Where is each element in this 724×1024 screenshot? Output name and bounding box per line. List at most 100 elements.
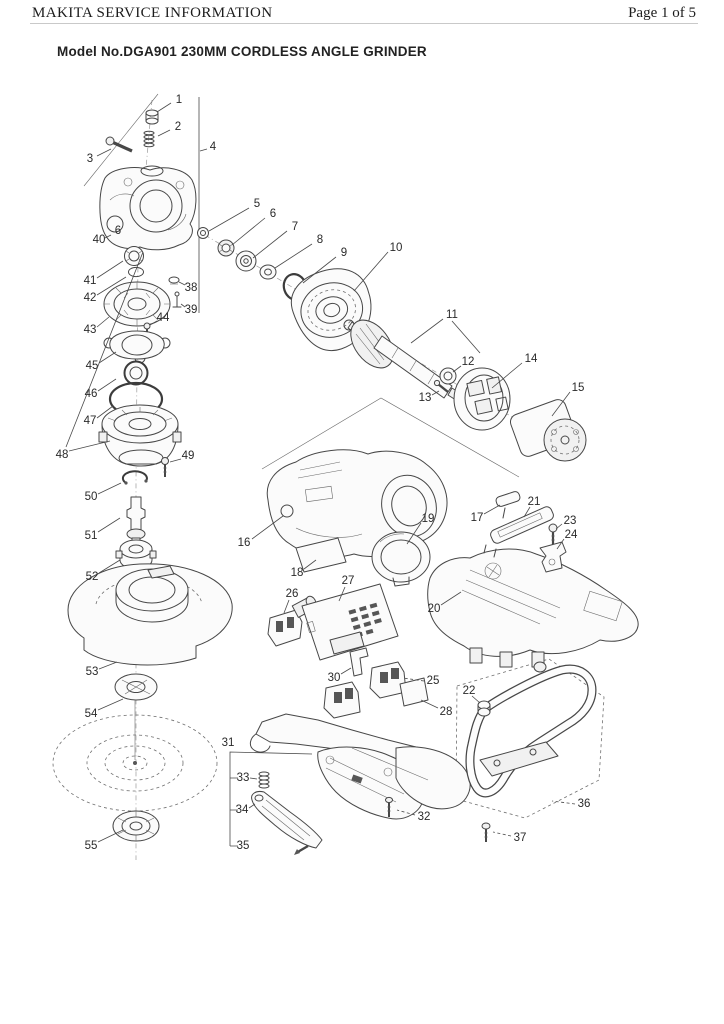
- part-label-33: 33: [237, 772, 250, 784]
- part-leader-53: [98, 661, 118, 670]
- part-24-bracket-drawing: [539, 541, 567, 573]
- part-label-18: 18: [291, 567, 304, 579]
- part-label-12: 12: [462, 356, 475, 368]
- part-leader-25: [402, 677, 425, 682]
- callout-31-bracket: [229, 751, 313, 847]
- part-53-wheel-guard-drawing: [67, 563, 233, 666]
- part-leader-30: [340, 667, 352, 675]
- part-48-bearing-box-drawing: [98, 404, 182, 467]
- part-leader-38: [178, 281, 186, 286]
- part-19-ring-drawing: [371, 531, 431, 587]
- part-label-22: 22: [463, 685, 476, 697]
- page-indicator: Page 1 of 5: [628, 5, 696, 21]
- part-label-32: 32: [418, 811, 431, 823]
- part-leader-5: [208, 207, 250, 232]
- part-37-screw-drawing: [481, 822, 491, 842]
- part-35-pin-drawing: [294, 844, 309, 855]
- part-leader-41: [96, 260, 124, 279]
- header-rule: [30, 23, 698, 24]
- part-leader-13: [431, 390, 440, 396]
- part-leader-10: [353, 251, 389, 292]
- part-31-base-drawing: [249, 713, 471, 820]
- part-42-ring-drawing: [128, 266, 144, 278]
- part-label-53: 53: [86, 666, 99, 678]
- part-label-27: 27: [342, 575, 355, 587]
- part-leader-39: [180, 303, 186, 308]
- part-leader-16: [251, 515, 284, 540]
- part-leader-33: [249, 777, 258, 780]
- part-23-screw-drawing: [548, 523, 558, 545]
- part-label-9: 9: [341, 247, 347, 259]
- part-43-gear-drawing: [103, 281, 171, 327]
- part-13-screw-drawing: [433, 379, 449, 393]
- part-leader-47: [96, 405, 114, 419]
- part-leader-9: [302, 256, 337, 284]
- part-leader-17: [483, 504, 501, 515]
- part-leader-51: [97, 517, 121, 533]
- grinding-wheel-drawing: [52, 700, 218, 812]
- part-3-screw-drawing: [105, 136, 133, 153]
- part-label-6: 6: [270, 208, 276, 220]
- part-label-13: 13: [419, 392, 432, 404]
- part-leader-1: [156, 102, 172, 113]
- part-leader-37: [492, 831, 512, 837]
- part-label-42: 42: [84, 292, 97, 304]
- part-8-washer-drawing: [259, 264, 277, 280]
- part-label-20: 20: [428, 603, 441, 615]
- part-label-17: 17: [471, 512, 484, 524]
- part-leader-11: [451, 320, 481, 354]
- part-leader-4: [199, 148, 208, 152]
- part-label-6: 6: [115, 225, 121, 237]
- part-leader-7: [252, 230, 288, 259]
- part-leader-44: [149, 320, 158, 326]
- part-label-28: 28: [440, 706, 453, 718]
- part-leader-54: [97, 698, 124, 711]
- part-leader-18: [303, 559, 317, 570]
- part-41-bearing-drawing: [124, 246, 144, 266]
- part-label-44: 44: [157, 312, 170, 324]
- part-1-cap-drawing: [145, 109, 159, 125]
- part-17-latch-drawing: [495, 491, 521, 519]
- part-52-clamp-nut-drawing: [115, 539, 157, 570]
- group-wedge-line: [261, 397, 520, 478]
- part-label-7: 7: [292, 221, 298, 233]
- part-label-24: 24: [565, 529, 578, 541]
- part-label-41: 41: [84, 275, 97, 287]
- part-leader-23: [555, 523, 563, 530]
- part-46-bearing-drawing: [123, 360, 149, 386]
- part-label-34: 34: [236, 804, 249, 816]
- part-label-45: 45: [86, 360, 99, 372]
- part-label-10: 10: [390, 242, 403, 254]
- part-49-screw-drawing: [161, 457, 169, 477]
- part-label-50: 50: [85, 491, 98, 503]
- part-label-8: 8: [317, 234, 323, 246]
- part-34-lever-drawing: [251, 791, 323, 849]
- part-2-spring-drawing: [143, 130, 155, 148]
- part-leader-22: [471, 695, 481, 704]
- part-39-pin-drawing: [172, 291, 182, 308]
- part-leader-34: [248, 803, 256, 809]
- part-leader-24: [556, 538, 565, 550]
- part-label-21: 21: [528, 496, 541, 508]
- part-leader-15: [551, 391, 571, 417]
- part-label-1: 1: [176, 94, 182, 106]
- part-label-26: 26: [286, 588, 299, 600]
- part-leader-28: [420, 699, 439, 709]
- part-label-19: 19: [422, 513, 435, 525]
- part-leader-20: [440, 591, 462, 606]
- part-54-inner-flange-drawing: [114, 673, 158, 701]
- part-label-55: 55: [85, 840, 98, 852]
- document-title: MAKITA SERVICE INFORMATION: [32, 5, 273, 21]
- part-label-40: 40: [93, 234, 106, 246]
- part-leader-6: [231, 217, 266, 246]
- model-title: Model No.DGA901 230MM CORDLESS ANGLE GRI…: [57, 44, 427, 59]
- part-leader-21: [523, 506, 531, 518]
- part-7-bearing-drawing: [235, 250, 257, 272]
- part-leader-11: [410, 318, 444, 344]
- part-leader-12: [452, 365, 462, 373]
- part-leader-46: [97, 378, 117, 392]
- part-leader-48: [68, 440, 111, 452]
- part-20-handle-housing-drawing: [427, 548, 639, 668]
- part-label-43: 43: [84, 324, 97, 336]
